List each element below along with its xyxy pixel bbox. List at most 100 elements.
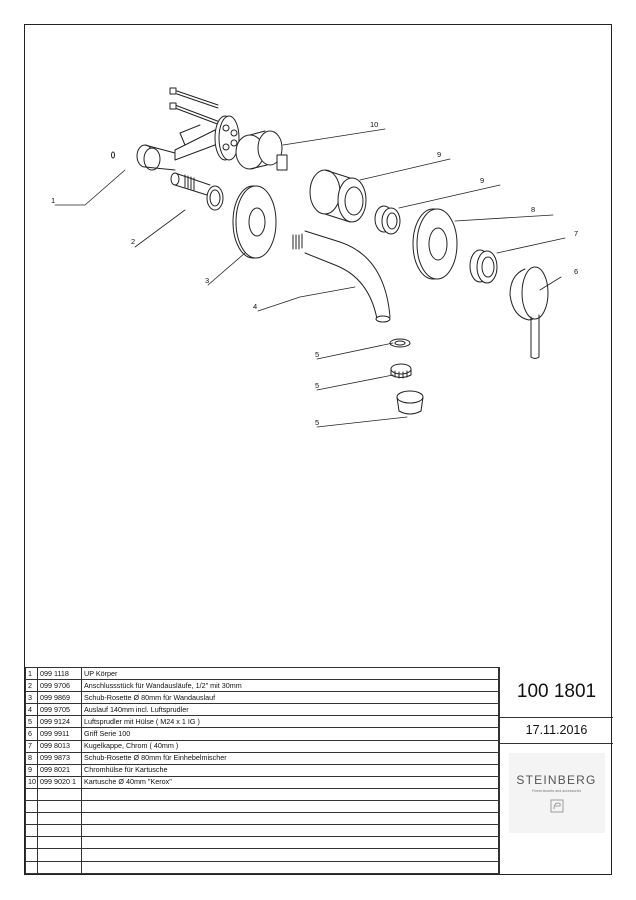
parts-cell-description: Auslauf 140mm incl. Luftsprudler xyxy=(81,703,499,717)
callout-6: 6 xyxy=(574,267,578,276)
leader-lines xyxy=(54,128,566,428)
parts-cell-article: 099 8021 xyxy=(37,763,82,777)
parts-cell-empty xyxy=(25,848,38,862)
title-block: 100 1801 17.11.2016 STEINBERG Finest fau… xyxy=(499,667,613,875)
parts-cell-description: Luftsprudler mit Hülse ( M24 x 1 IG ) xyxy=(81,715,499,729)
parts-cell-empty xyxy=(37,860,82,874)
table-row-empty xyxy=(25,800,499,814)
callout-9b: 9 xyxy=(480,176,484,185)
part-7-cap xyxy=(469,249,498,284)
callout-8: 8 xyxy=(531,205,535,214)
callout-1: 1 xyxy=(51,196,55,205)
parts-cell-empty xyxy=(25,824,38,838)
parts-cell-empty xyxy=(37,836,82,850)
parts-cell-article: 099 1118 xyxy=(37,666,82,681)
table-row-empty xyxy=(25,824,499,838)
parts-cell-empty xyxy=(81,860,499,874)
parts-cell-empty xyxy=(37,800,82,814)
parts-cell-pos: 9 xyxy=(25,763,38,777)
parts-cell-empty xyxy=(37,812,82,826)
parts-cell-pos: 5 xyxy=(25,715,38,729)
part-4-spout xyxy=(292,230,391,323)
table-row-empty xyxy=(25,812,499,826)
part-9-ring xyxy=(374,205,401,235)
parts-cell-description: Kugelkappe, Chrom ( 40mm ) xyxy=(81,739,499,753)
parts-cell-description: Anschlussstück für Wandausläufe, 1/2" mi… xyxy=(81,679,499,693)
part-6-lever xyxy=(509,266,549,359)
brand-area: STEINBERG Finest faucets and accessories xyxy=(500,743,613,843)
parts-cell-pos: 8 xyxy=(25,751,38,765)
parts-cell-article: 099 8013 xyxy=(37,739,82,753)
parts-cell-article: 099 9020 1 xyxy=(37,775,82,789)
brand-mark-icon xyxy=(550,799,563,813)
callout-3: 3 xyxy=(205,276,209,285)
table-row-empty xyxy=(25,860,499,874)
parts-cell-empty xyxy=(81,824,499,838)
parts-cell-empty xyxy=(37,787,82,802)
parts-cell-empty xyxy=(37,824,82,838)
parts-cell-article: 099 9869 xyxy=(37,691,82,705)
part-1-up-body xyxy=(111,87,240,171)
brand-name: STEINBERG xyxy=(516,773,597,787)
parts-cell-pos: 10 xyxy=(25,775,38,789)
part-8-rosette xyxy=(412,208,458,280)
parts-cell-empty xyxy=(81,787,499,802)
parts-cell-empty xyxy=(81,848,499,862)
parts-cell-empty xyxy=(25,836,38,850)
parts-cell-pos: 7 xyxy=(25,739,38,753)
part-10-cartridge xyxy=(235,130,288,171)
parts-cell-description: Griff Serie 100 xyxy=(81,727,499,741)
parts-cell-empty xyxy=(25,787,38,802)
callout-5a: 5 xyxy=(315,350,319,359)
callout-9a: 9 xyxy=(437,150,441,159)
callout-labels: 1 2 3 4 5 5 5 6 7 8 9 9 10 xyxy=(51,120,578,427)
callout-5b: 5 xyxy=(315,381,319,390)
parts-cell-pos: 4 xyxy=(25,703,38,717)
callout-7: 7 xyxy=(574,229,578,238)
parts-cell-article: 099 9124 xyxy=(37,715,82,729)
parts-cell-article: 099 9705 xyxy=(37,703,82,717)
parts-cell-article: 099 9873 xyxy=(37,751,82,765)
exploded-view-drawing: 1 2 3 4 5 5 5 6 7 8 9 9 10 xyxy=(51,87,578,428)
parts-cell-empty xyxy=(37,848,82,862)
document-number: 100 1801 xyxy=(500,667,613,718)
table-row-empty xyxy=(25,836,499,850)
table-row-empty xyxy=(25,848,499,862)
brand-logo-box: STEINBERG Finest faucets and accessories xyxy=(508,753,605,833)
callout-5c: 5 xyxy=(315,418,319,427)
callout-4: 4 xyxy=(253,302,257,311)
parts-cell-pos: 6 xyxy=(25,727,38,741)
callout-2: 2 xyxy=(131,237,135,246)
part-9-chrome-sleeve xyxy=(309,169,367,223)
parts-cell-description: Schub-Rosette Ø 80mm für Wandauslauf xyxy=(81,691,499,705)
parts-cell-description: Chromhülse für Kartusche xyxy=(81,763,499,777)
parts-cell-article: 099 9911 xyxy=(37,727,82,741)
brand-tagline: Finest faucets and accessories xyxy=(531,789,582,793)
callout-10: 10 xyxy=(370,120,378,129)
parts-cell-pos: 1 xyxy=(25,666,38,681)
parts-cell-description: Kartusche Ø 40mm "Kerox" xyxy=(81,775,499,789)
parts-cell-article: 099 9706 xyxy=(37,679,82,693)
part-2-connector xyxy=(170,172,224,211)
parts-cell-empty xyxy=(81,812,499,826)
parts-cell-description: Schub-Rosette Ø 80mm für Einhebelmischer xyxy=(81,751,499,765)
parts-cell-pos: 2 xyxy=(25,679,38,693)
parts-cell-empty xyxy=(25,800,38,814)
parts-cell-empty xyxy=(81,836,499,850)
part-5-aerator xyxy=(389,338,424,415)
part-3-rosette xyxy=(232,185,277,259)
table-row-empty xyxy=(25,787,499,802)
parts-cell-empty xyxy=(25,860,38,874)
document-date: 17.11.2016 xyxy=(500,717,613,744)
parts-cell-empty xyxy=(81,800,499,814)
